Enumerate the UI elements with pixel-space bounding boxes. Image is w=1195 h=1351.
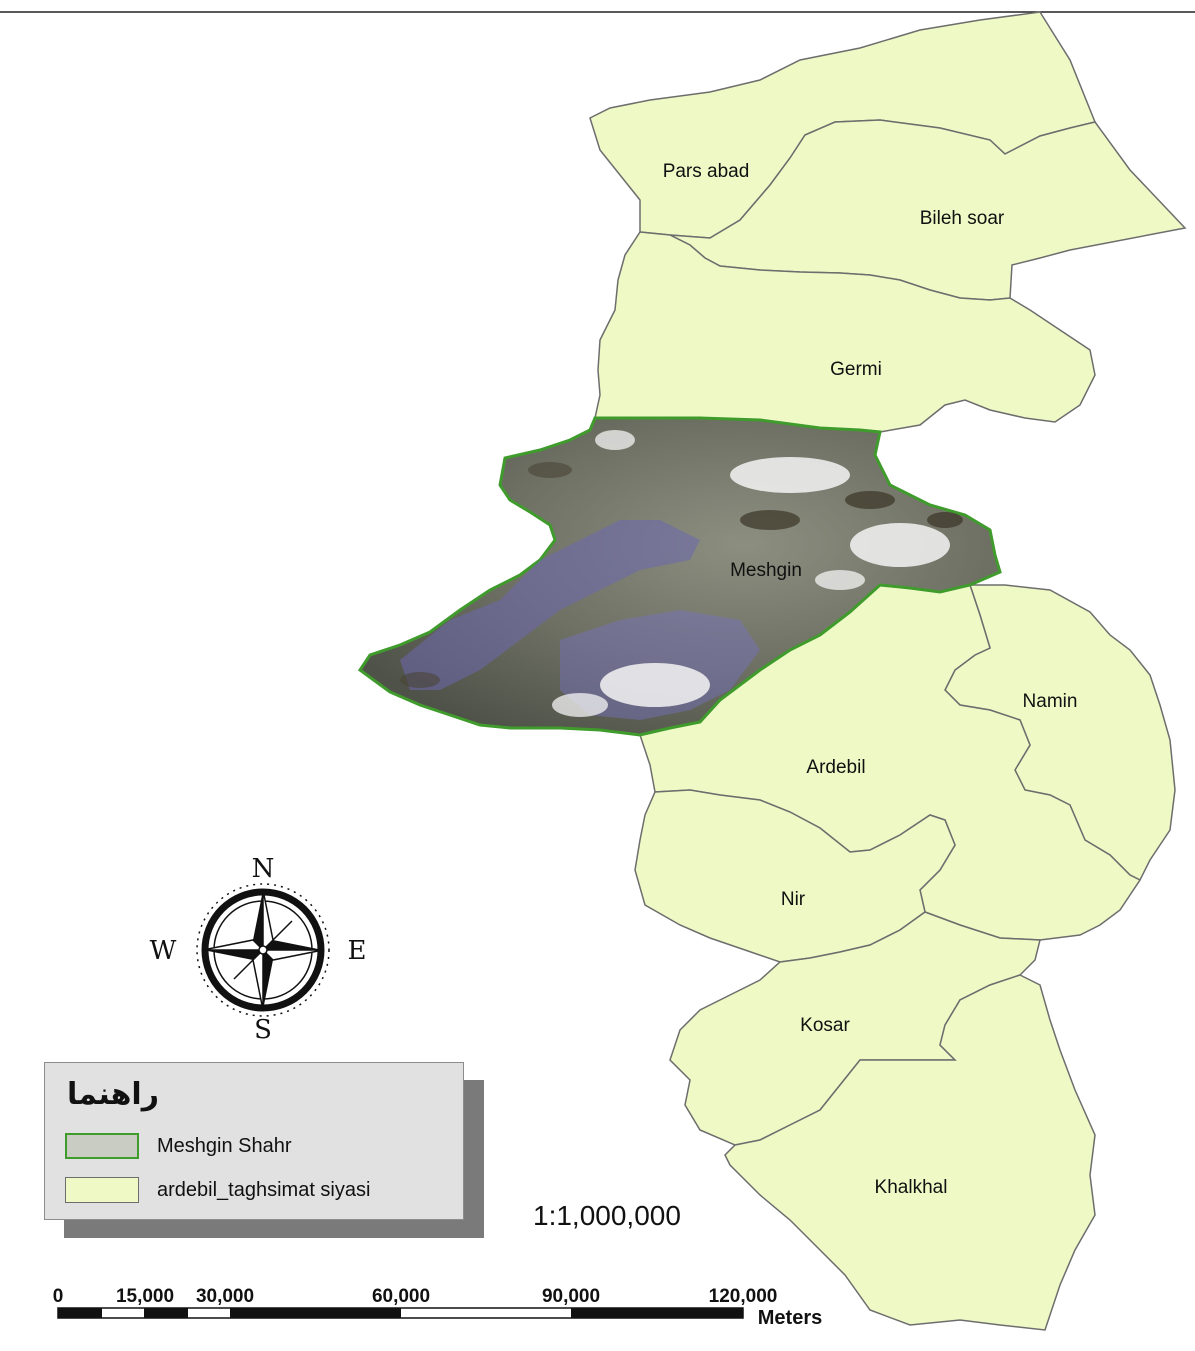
scale-ratio: 1:1,000,000 xyxy=(533,1200,681,1231)
legend-item-ardebil-divisions: ardebil_taghsimat siyasi xyxy=(65,1175,370,1205)
legend-label-meshgin-shahr: Meshgin Shahr xyxy=(157,1134,292,1157)
scale-unit: Meters xyxy=(758,1307,822,1329)
label-bileh-soar: Bileh soar xyxy=(920,208,1005,229)
legend-box: راهنما Meshgin Shahr ardebil_taghsimat s… xyxy=(44,1062,464,1220)
compass-east-letter: E xyxy=(348,936,367,966)
scale-tick-120000: 120,000 xyxy=(709,1286,778,1307)
scale-tick-0: 0 xyxy=(53,1286,64,1307)
scale-tick-60000: 60,000 xyxy=(372,1286,430,1307)
district-meshgin xyxy=(357,416,1002,737)
scale-tick-30000: 30,000 xyxy=(196,1286,254,1307)
district-nir xyxy=(634,789,956,963)
label-kosar: Kosar xyxy=(800,1015,850,1036)
compass-south-letter: S xyxy=(254,1015,272,1045)
label-ardebil: Ardebil xyxy=(806,757,865,778)
district-germi xyxy=(594,231,1096,433)
label-nir: Nir xyxy=(781,889,806,910)
compass-rose xyxy=(196,883,330,1017)
legend-item-meshgin-shahr: Meshgin Shahr xyxy=(65,1131,292,1161)
scale-tick-90000: 90,000 xyxy=(542,1286,600,1307)
scale-bar xyxy=(57,1307,744,1319)
legend-label-ardebil-divisions: ardebil_taghsimat siyasi xyxy=(157,1178,371,1201)
label-meshgin: Meshgin xyxy=(730,560,802,581)
legend-swatch-ardebil-divisions xyxy=(65,1177,139,1203)
district-khalkhal xyxy=(724,974,1096,1331)
compass-west-letter: W xyxy=(150,936,177,966)
legend-title: راهنما xyxy=(67,1077,159,1112)
scale-tick-15000: 15,000 xyxy=(116,1286,174,1307)
label-khalkhal: Khalkhal xyxy=(875,1177,948,1198)
satellite-texture xyxy=(400,430,963,720)
label-namin: Namin xyxy=(1023,691,1078,712)
compass-north-letter: N xyxy=(252,854,275,884)
legend-swatch-meshgin-shahr xyxy=(65,1133,139,1159)
label-germi: Germi xyxy=(830,359,882,380)
label-pars-abad: Pars abad xyxy=(663,161,750,182)
